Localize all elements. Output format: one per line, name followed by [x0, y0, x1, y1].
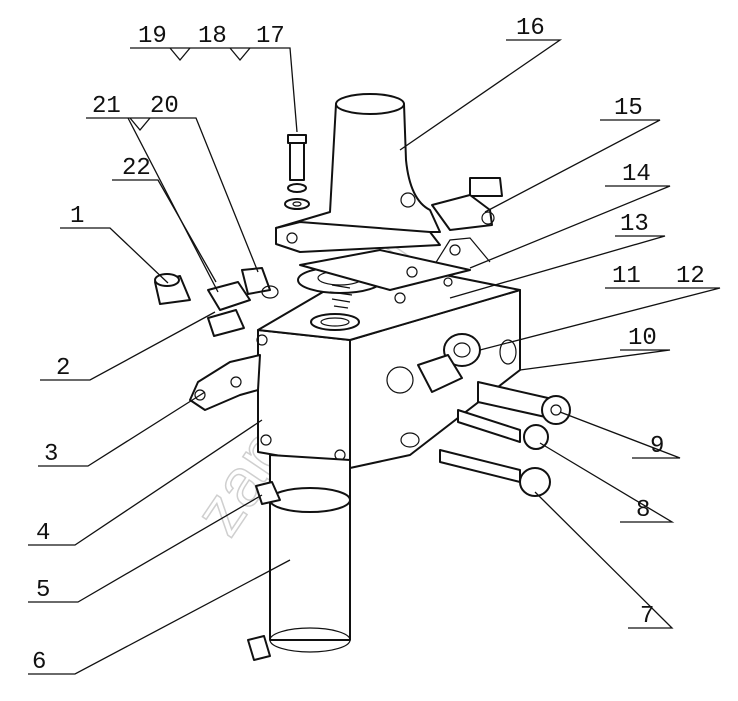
callout-5: 5	[36, 577, 50, 604]
callout-4: 4	[36, 520, 50, 547]
callout-7: 7	[640, 603, 654, 630]
callout-19: 19	[138, 23, 167, 50]
callout-22: 22	[122, 155, 151, 182]
callout-21: 21	[92, 93, 121, 120]
callout-labels: 1 2 3 4 5 6 7 8 9 10 11 12 13 14 15 16 1…	[32, 15, 705, 676]
callout-6: 6	[32, 649, 46, 676]
callout-15: 15	[614, 95, 643, 122]
top-bolt	[284, 134, 310, 210]
callout-2: 2	[56, 355, 70, 382]
callout-20: 20	[150, 93, 179, 120]
callout-11: 11	[612, 263, 641, 290]
callout-8: 8	[636, 497, 650, 524]
callout-18: 18	[198, 23, 227, 50]
callout-9: 9	[650, 433, 664, 460]
callout-3: 3	[44, 441, 58, 468]
callout-17: 17	[256, 23, 285, 50]
callout-1: 1	[70, 203, 84, 230]
leader-lines	[28, 39, 721, 675]
mounting-bracket	[189, 354, 261, 411]
callout-13: 13	[620, 211, 649, 238]
gasket	[299, 249, 471, 304]
coolant-hose	[247, 454, 351, 661]
callout-16: 16	[516, 15, 545, 42]
long-bolts	[439, 449, 551, 497]
callout-14: 14	[622, 161, 651, 188]
top-right-fitting	[431, 177, 503, 231]
right-fittings	[417, 333, 571, 450]
outlet-elbow	[275, 93, 441, 253]
callout-12: 12	[676, 263, 705, 290]
left-fittings	[154, 267, 279, 337]
callout-10: 10	[628, 325, 657, 352]
